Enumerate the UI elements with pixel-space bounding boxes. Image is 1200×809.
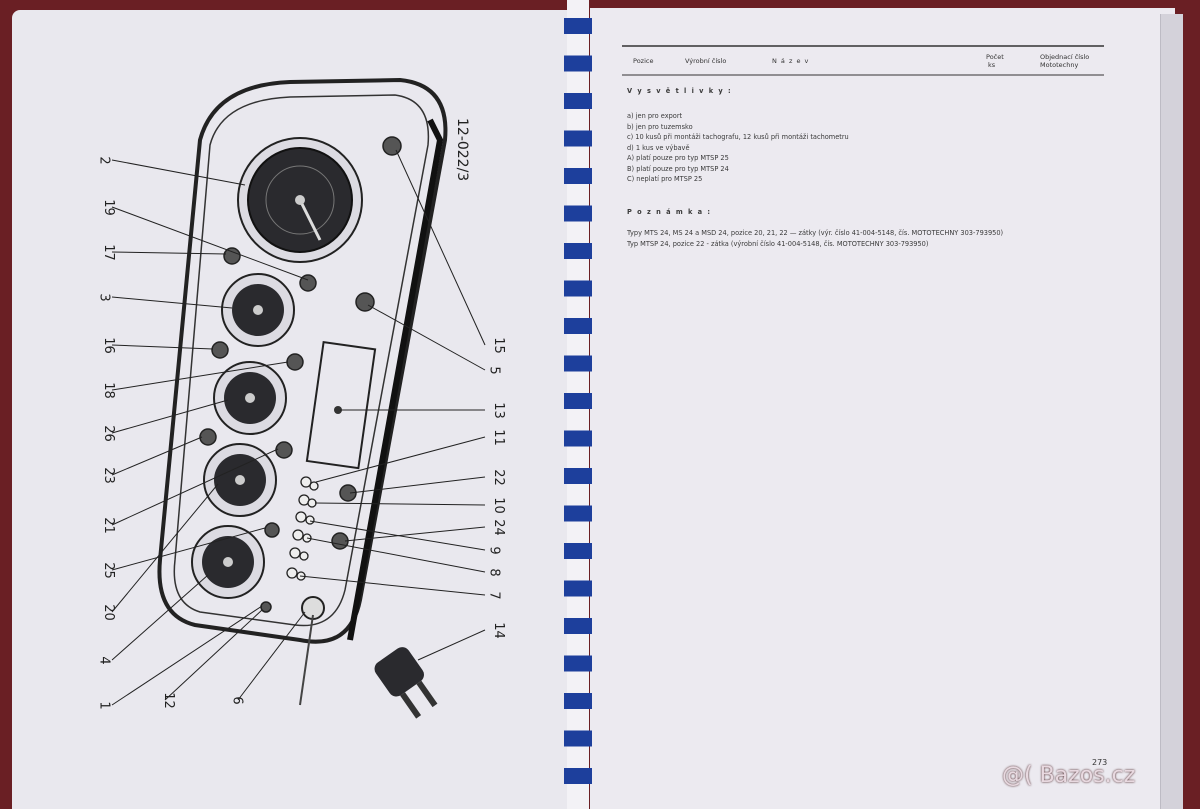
binding-ring bbox=[564, 468, 592, 484]
callout-number: 19 bbox=[100, 199, 116, 216]
binding-ring bbox=[564, 430, 592, 447]
binding-ring bbox=[564, 318, 592, 334]
binding-ring bbox=[564, 768, 592, 784]
callout-number: 9 bbox=[486, 546, 502, 555]
callout-number: 13 bbox=[490, 402, 506, 419]
vysvetlivky-item: C) neplatí pro MTSP 25 bbox=[627, 175, 703, 183]
callout-number: 12 bbox=[160, 692, 176, 709]
vysvetlivky-title: V y s v ě t l i v k y : bbox=[627, 87, 733, 95]
binding-ring bbox=[564, 130, 592, 147]
watermark: @( Bazos.cz bbox=[1002, 763, 1136, 788]
binding-ring bbox=[564, 55, 592, 72]
callout-number: 18 bbox=[100, 382, 116, 399]
vysvetlivky-item: a) jen pro export bbox=[627, 112, 683, 120]
binding-ring bbox=[564, 355, 592, 372]
callout-number: 10 bbox=[490, 497, 506, 514]
callout-number: 22 bbox=[490, 469, 506, 486]
binding-ring bbox=[564, 580, 592, 597]
vysvetlivky-item: b) jen pro tuzemsko bbox=[627, 122, 693, 131]
callout-number: 2 bbox=[96, 156, 112, 165]
callout-number: 17 bbox=[100, 244, 116, 261]
binding-ring bbox=[564, 618, 592, 634]
col-objednaci: Objednací číslo bbox=[1040, 53, 1090, 61]
binding-ring bbox=[564, 655, 592, 672]
callout-number: 7 bbox=[486, 591, 502, 600]
callout-number: 21 bbox=[100, 517, 116, 534]
table-header-rules bbox=[622, 45, 1104, 76]
col-nazev: N á z e v bbox=[772, 57, 810, 65]
callout-number: 25 bbox=[100, 562, 116, 579]
binding-ring bbox=[564, 18, 592, 34]
binding-ring bbox=[564, 693, 592, 709]
col-mototechny: Mototechny bbox=[1040, 61, 1079, 69]
callout-number: 1 bbox=[96, 701, 112, 710]
binding-ring bbox=[564, 243, 592, 259]
spiral-binding bbox=[564, 0, 592, 809]
col-vyrobni-cislo: Výrobní číslo bbox=[685, 57, 727, 65]
binding-ring bbox=[564, 168, 592, 184]
vysvetlivky-item: c) 10 kusů při montáži tachografu, 12 ku… bbox=[627, 133, 849, 141]
col-pocet: Počet bbox=[986, 53, 1004, 61]
binding-ring bbox=[564, 280, 592, 297]
binding-ring bbox=[564, 393, 592, 409]
poznamka-title: P o z n á m k a : bbox=[627, 208, 712, 216]
col-ks: ks bbox=[988, 61, 996, 69]
binding-ring bbox=[564, 93, 592, 109]
right-page bbox=[590, 8, 1175, 809]
callout-number: 14 bbox=[490, 622, 506, 639]
binding-ring bbox=[564, 730, 592, 747]
page-number: 273 bbox=[1092, 758, 1108, 767]
callout-number: 16 bbox=[100, 337, 116, 354]
binding-ring bbox=[564, 205, 592, 222]
binding-ring bbox=[564, 505, 592, 522]
vysvetlivky-item: d) 1 kus ve výbavě bbox=[627, 143, 690, 152]
vysvetlivky-item: A) platí pouze pro typ MTSP 25 bbox=[627, 154, 729, 162]
page-stack-edge bbox=[1160, 14, 1183, 809]
poznamka-line-2: Typ MTSP 24, pozice 22 - zátka (výrobní … bbox=[627, 240, 929, 248]
binding-ring bbox=[564, 543, 592, 559]
col-pozice: Pozice bbox=[633, 57, 654, 65]
drawing-code: 12-022/3 bbox=[454, 118, 470, 182]
callout-number: 24 bbox=[490, 519, 506, 536]
callout-number: 15 bbox=[490, 337, 506, 354]
poznamka-line-1: Typy MTS 24, MS 24 a MSD 24, pozice 20, … bbox=[627, 229, 1004, 237]
dashboard-drawing bbox=[111, 77, 486, 719]
callout-number: 5 bbox=[486, 366, 502, 375]
callout-number: 23 bbox=[100, 467, 116, 484]
callout-number: 20 bbox=[100, 604, 116, 621]
callout-number: 26 bbox=[100, 425, 116, 442]
callout-number: 6 bbox=[229, 696, 245, 705]
callout-number: 8 bbox=[486, 568, 502, 577]
callout-number: 3 bbox=[96, 293, 112, 302]
callout-number: 11 bbox=[490, 429, 506, 446]
callout-number: 4 bbox=[96, 656, 112, 665]
vysvetlivky-item: B) platí pouze pro typ MTSP 24 bbox=[627, 164, 729, 173]
